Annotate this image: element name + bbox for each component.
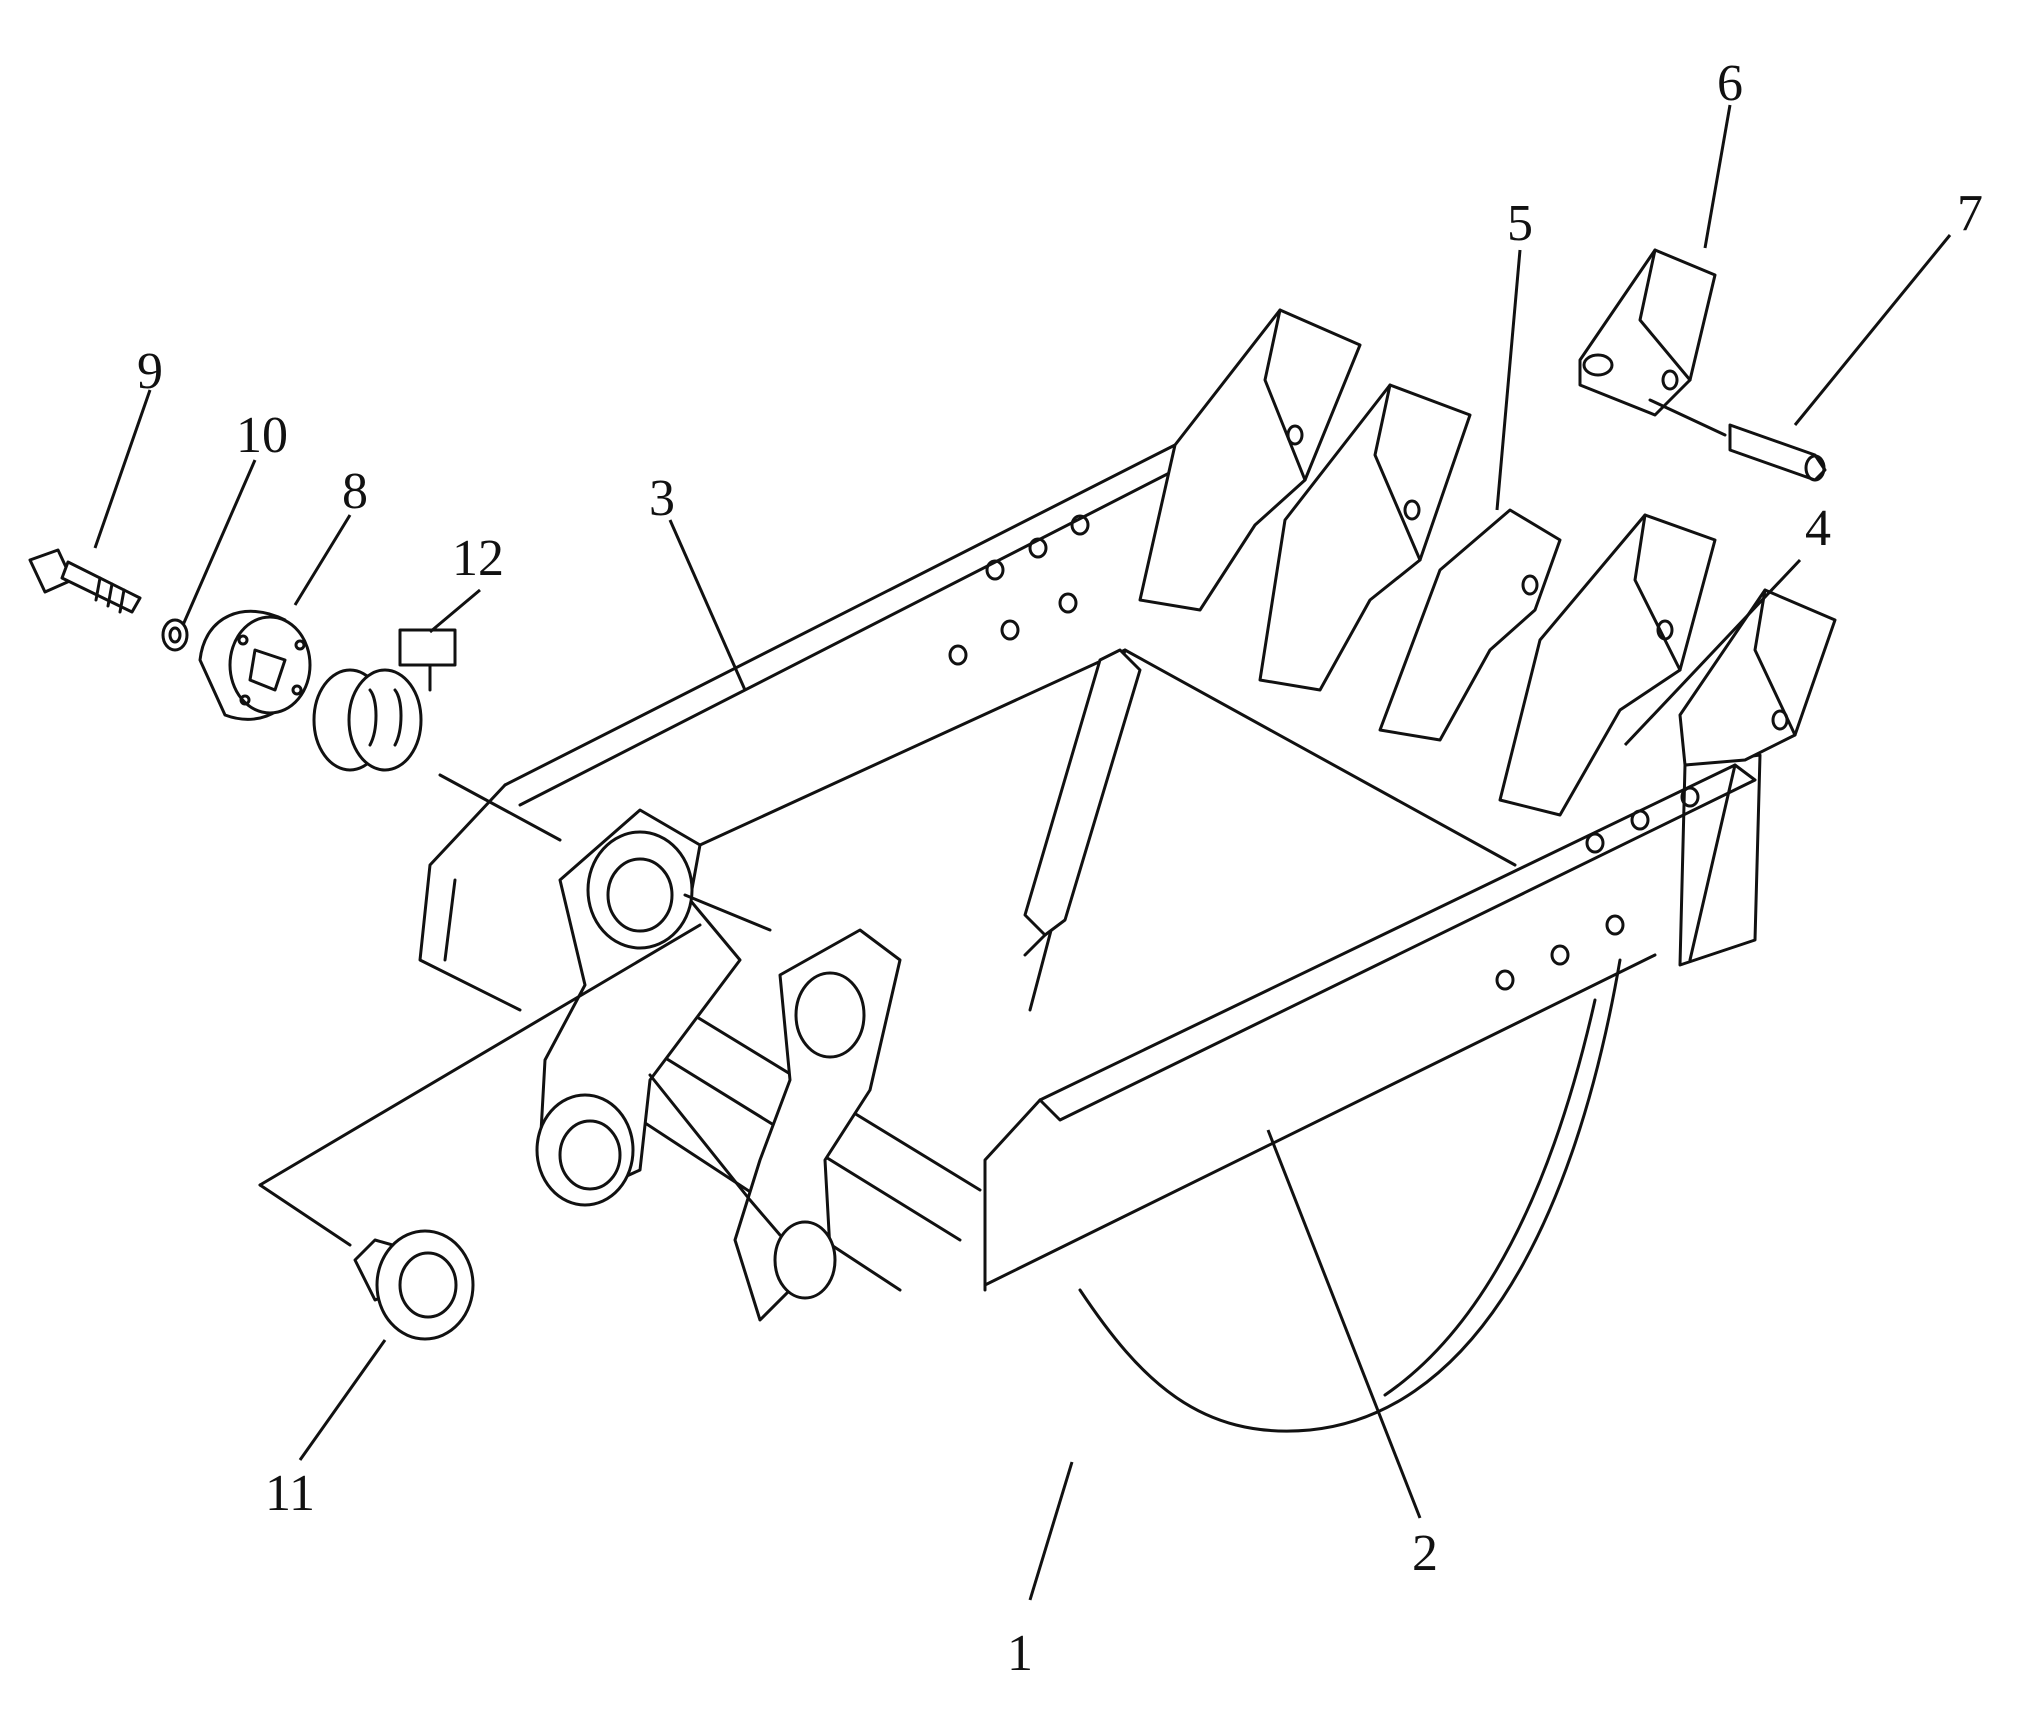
leader-2 <box>1266 1129 1422 1519</box>
callout-6: 6 <box>1717 55 1743 112</box>
leader-1 <box>1028 1461 1074 1601</box>
linkage-plates <box>535 808 902 1322</box>
leader-4 <box>1623 558 1802 747</box>
strut <box>1023 648 1142 957</box>
callout-7: 7 <box>1957 185 1983 242</box>
leader-10 <box>181 459 257 626</box>
tooth-point <box>1578 248 1717 417</box>
shim-set <box>312 628 562 842</box>
flange <box>198 609 312 721</box>
leader-lines <box>93 104 1952 1601</box>
callout-9: 9 <box>137 343 163 400</box>
callout-5: 5 <box>1507 195 1533 252</box>
bushing <box>258 923 702 1341</box>
callout-10: 10 <box>236 407 288 464</box>
callout-4: 4 <box>1805 500 1831 557</box>
side-plate-holes-left <box>948 514 1090 666</box>
callout-2: 2 <box>1412 1525 1438 1582</box>
leader-5 <box>1495 249 1522 511</box>
callout-labels: 1 2 3 4 5 6 7 8 9 10 11 12 <box>137 55 1983 1682</box>
leader-6 <box>1703 104 1732 249</box>
tooth-pin <box>1648 398 1827 482</box>
leader-8 <box>293 514 352 606</box>
callout-12: 12 <box>452 530 504 587</box>
bucket-teeth <box>1138 308 1837 817</box>
bolt <box>28 548 142 614</box>
callout-11: 11 <box>265 1465 315 1522</box>
leader-12 <box>429 588 481 634</box>
callout-1: 1 <box>1007 1625 1033 1682</box>
callout-8: 8 <box>342 463 368 520</box>
leader-9 <box>93 389 152 549</box>
leader-7 <box>1793 234 1952 426</box>
washer <box>161 618 189 652</box>
side-plate-holes-right <box>1495 786 1700 991</box>
leader-11 <box>298 1339 387 1461</box>
callout-3: 3 <box>649 470 675 527</box>
leader-3 <box>668 519 747 691</box>
